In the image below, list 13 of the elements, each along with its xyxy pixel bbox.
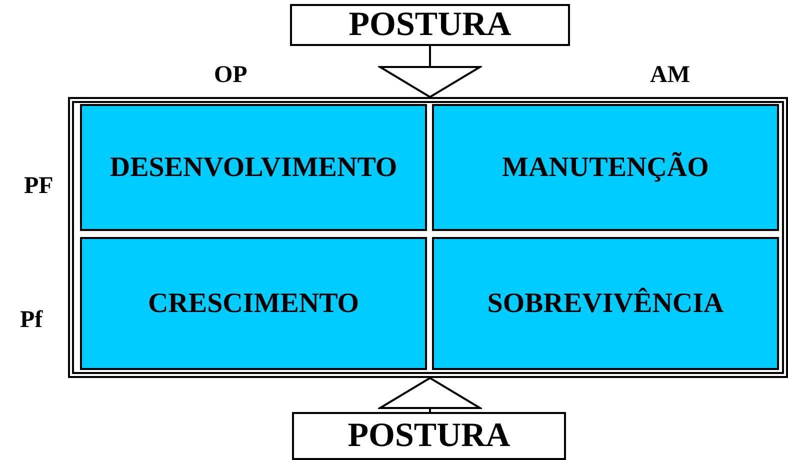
column-label: AM [650,62,690,89]
column-label: OP [214,62,248,89]
row-label: PF [24,173,54,200]
quadrant-box: SOBREVIVÊNCIA [432,237,779,370]
callout-box: POSTURA [292,412,566,460]
matrix-frame [68,97,788,378]
callout-box: POSTURA [290,4,570,46]
quadrant-box: CRESCIMENTO [80,237,427,370]
quadrant-box: DESENVOLVIMENTO [80,104,427,231]
row-label: Pf [20,307,43,334]
quadrant-box: MANUTENÇÃO [432,104,779,231]
arrow [379,377,481,412]
arrow [379,46,481,98]
